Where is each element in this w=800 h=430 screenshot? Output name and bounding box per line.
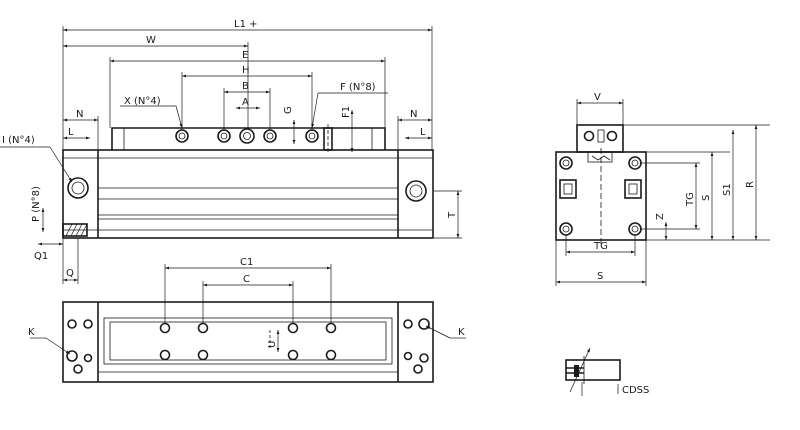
dim-f1-label: F1 [341,106,352,118]
front-body [62,149,434,239]
dim-x-label: X (N°4) [124,96,161,107]
dim-b-label: B [242,81,249,92]
dim-l-left-label: L [68,127,74,138]
carriage [111,127,386,150]
dim-l1-label: L1 + [234,19,258,30]
threaded-hole-section [62,223,88,237]
dim-q-label: Q [66,268,74,279]
dim-k-right-label: K [458,327,465,338]
dim-c1-label: C1 [240,257,253,268]
port-left [67,177,89,199]
dim-c-label: C [243,274,250,285]
dim-n-right-label: N [410,109,417,120]
dim-i-label: I (N°4) [2,135,35,146]
dim-g-label: G [283,106,294,114]
dim-l-right-label: L [420,127,426,138]
dim-e-label: E [242,50,248,61]
dim-n-left-label: N [76,109,83,120]
cdss-label: CDSS [622,385,649,396]
top-body [62,301,434,383]
dim-z-label: Z [655,213,666,220]
dim-t-label: T [447,211,458,219]
end-cap-holes [66,318,430,374]
dim-f-label: F (N°8) [340,82,376,93]
cdss-symbol: CDSS [565,347,649,396]
dim-p-label: P (N°8) [31,186,42,222]
dim-v-label: V [594,92,601,103]
dim-k-left-label: K [28,327,35,338]
dim-a-label: A [242,97,249,108]
top-carriage-holes [159,322,337,361]
side-view: V TG S Z TG S S1 R [555,92,770,286]
dim-h-label: H [242,65,250,76]
dim-u-label: U [267,341,278,348]
dim-s-v-label: S [701,195,712,201]
top-view: C1 C U K K [28,257,466,383]
dim-tg-v-label: TG [685,192,696,207]
front-view: L1 + W E H B A X (N°4) F (N°8) G F1 [0,19,462,284]
dim-w-label: W [146,35,156,46]
dim-tg-h-label: TG [593,241,608,252]
dim-s1-label: S1 [722,183,733,196]
dim-s-h-label: S [597,271,603,282]
dim-q1-label: Q1 [34,251,48,262]
dim-r-label: R [745,181,756,188]
port-right [405,180,427,202]
carriage-holes [175,124,333,154]
